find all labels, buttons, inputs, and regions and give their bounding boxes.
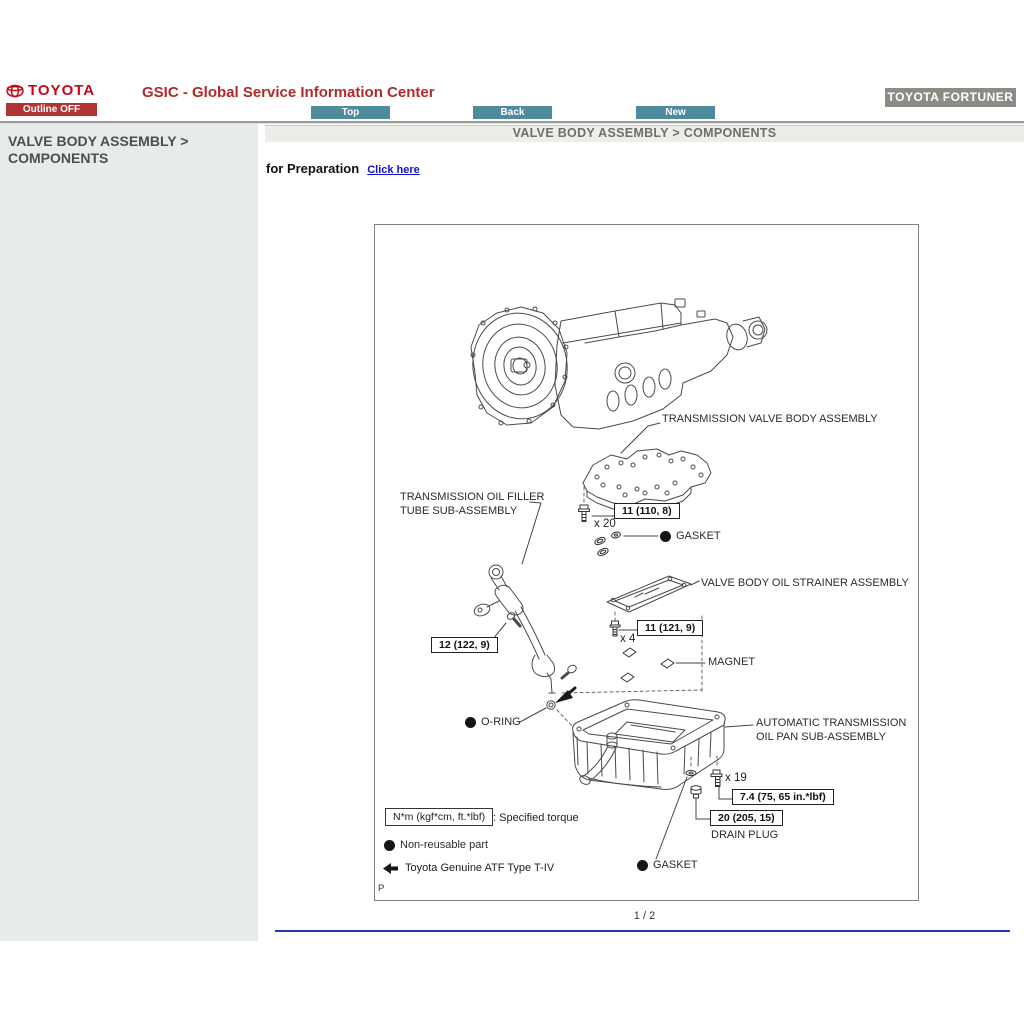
- atf-arrow-icon: [555, 686, 577, 703]
- vehicle-badge: TOYOTA FORTUNER: [885, 88, 1016, 107]
- top-button[interactable]: Top: [311, 106, 390, 119]
- components-diagram: TRANSMISSION VALVE BODY ASSEMBLY TRANSMI…: [374, 224, 919, 901]
- preparation-label: for Preparation: [266, 161, 360, 176]
- bolt-count-x20: x 20: [594, 518, 616, 530]
- oil-strainer-label: VALVE BODY OIL STRAINER ASSEMBLY: [701, 577, 909, 589]
- main-heading: VALVE BODY ASSEMBLY > COMPONENTS: [512, 126, 777, 140]
- main-heading-bar: VALVE BODY ASSEMBLY > COMPONENTS: [265, 125, 1024, 142]
- transmission-illustration: [470, 298, 768, 430]
- torque-valve-body-bolt: 11 (110, 8): [614, 503, 680, 519]
- preparation-line: for Preparation Click here: [266, 161, 420, 176]
- bolt-icons: [578, 504, 723, 787]
- legend-torque-box: N*m (kgf*cm, ft.*lbf): [385, 808, 494, 826]
- oil-filler-tube-label: TRANSMISSION OIL FILLER TUBE SUB-ASSEMBL…: [400, 491, 545, 517]
- valve-body-label: TRANSMISSION VALVE BODY ASSEMBLY: [662, 413, 878, 425]
- oil-pan-illustration: [572, 699, 726, 790]
- non-reusable-icon: [637, 860, 648, 872]
- brand-text: TOYOTA: [28, 82, 96, 99]
- preparation-link[interactable]: Click here: [367, 164, 420, 176]
- torque-drain-plug: 20 (205, 15): [710, 810, 783, 826]
- non-reusable-icon: [465, 717, 476, 729]
- oil-strainer-illustration: [606, 575, 692, 613]
- sidebar-heading: VALVE BODY ASSEMBLY > COMPONENTS: [8, 133, 189, 166]
- torque-pan-bolt: 7.4 (75, 65 in.*lbf): [732, 789, 834, 805]
- oring-label: O-RING: [465, 716, 521, 730]
- torque-strainer-bolt: 11 (121, 9): [637, 620, 704, 636]
- magnet-icons: [620, 647, 675, 683]
- back-button[interactable]: Back: [473, 106, 552, 119]
- bolt-count-x19: x 19: [725, 772, 747, 784]
- gasket-upper-label: GASKET: [660, 530, 721, 544]
- toyota-logo: TOYOTA: [6, 82, 95, 99]
- valve-body-illustration: [582, 448, 712, 512]
- non-reusable-icon: [384, 840, 395, 852]
- page-marker: P: [378, 883, 385, 894]
- gasket-washer-icons: [594, 531, 702, 799]
- legend-torque-desc: : Specified torque: [493, 812, 579, 824]
- page-indicator: 1 / 2: [633, 910, 656, 922]
- toyota-emblem-icon: [6, 84, 24, 97]
- legend-non-reusable: Non-reusable part: [384, 839, 488, 853]
- new-button[interactable]: New: [636, 106, 715, 119]
- drain-plug-label: DRAIN PLUG: [711, 829, 779, 841]
- page-title: GSIC - Global Service Information Center: [142, 84, 435, 101]
- header-divider: [0, 121, 1024, 124]
- diagram-artwork: [470, 298, 768, 860]
- oil-filler-tube-illustration: [473, 564, 577, 710]
- gasket-lower-label: GASKET: [637, 859, 698, 873]
- app-header: TOYOTA Outline OFF GSIC - Global Service…: [0, 0, 1024, 124]
- oil-pan-label: AUTOMATIC TRANSMISSION OIL PAN SUB-ASSEM…: [756, 717, 907, 743]
- outline-off-button[interactable]: Outline OFF: [6, 103, 97, 116]
- torque-filler-tube: 12 (122, 9): [431, 637, 498, 653]
- legend-atf: Toyota Genuine ATF Type T-IV: [383, 862, 554, 874]
- bolt-count-x4: x 4: [620, 633, 636, 645]
- sidebar: VALVE BODY ASSEMBLY > COMPONENTS: [0, 124, 258, 941]
- atf-arrow-icon: [383, 862, 398, 874]
- footer-divider: [275, 930, 1010, 932]
- magnet-label: MAGNET: [708, 656, 756, 668]
- non-reusable-icon: [660, 531, 671, 543]
